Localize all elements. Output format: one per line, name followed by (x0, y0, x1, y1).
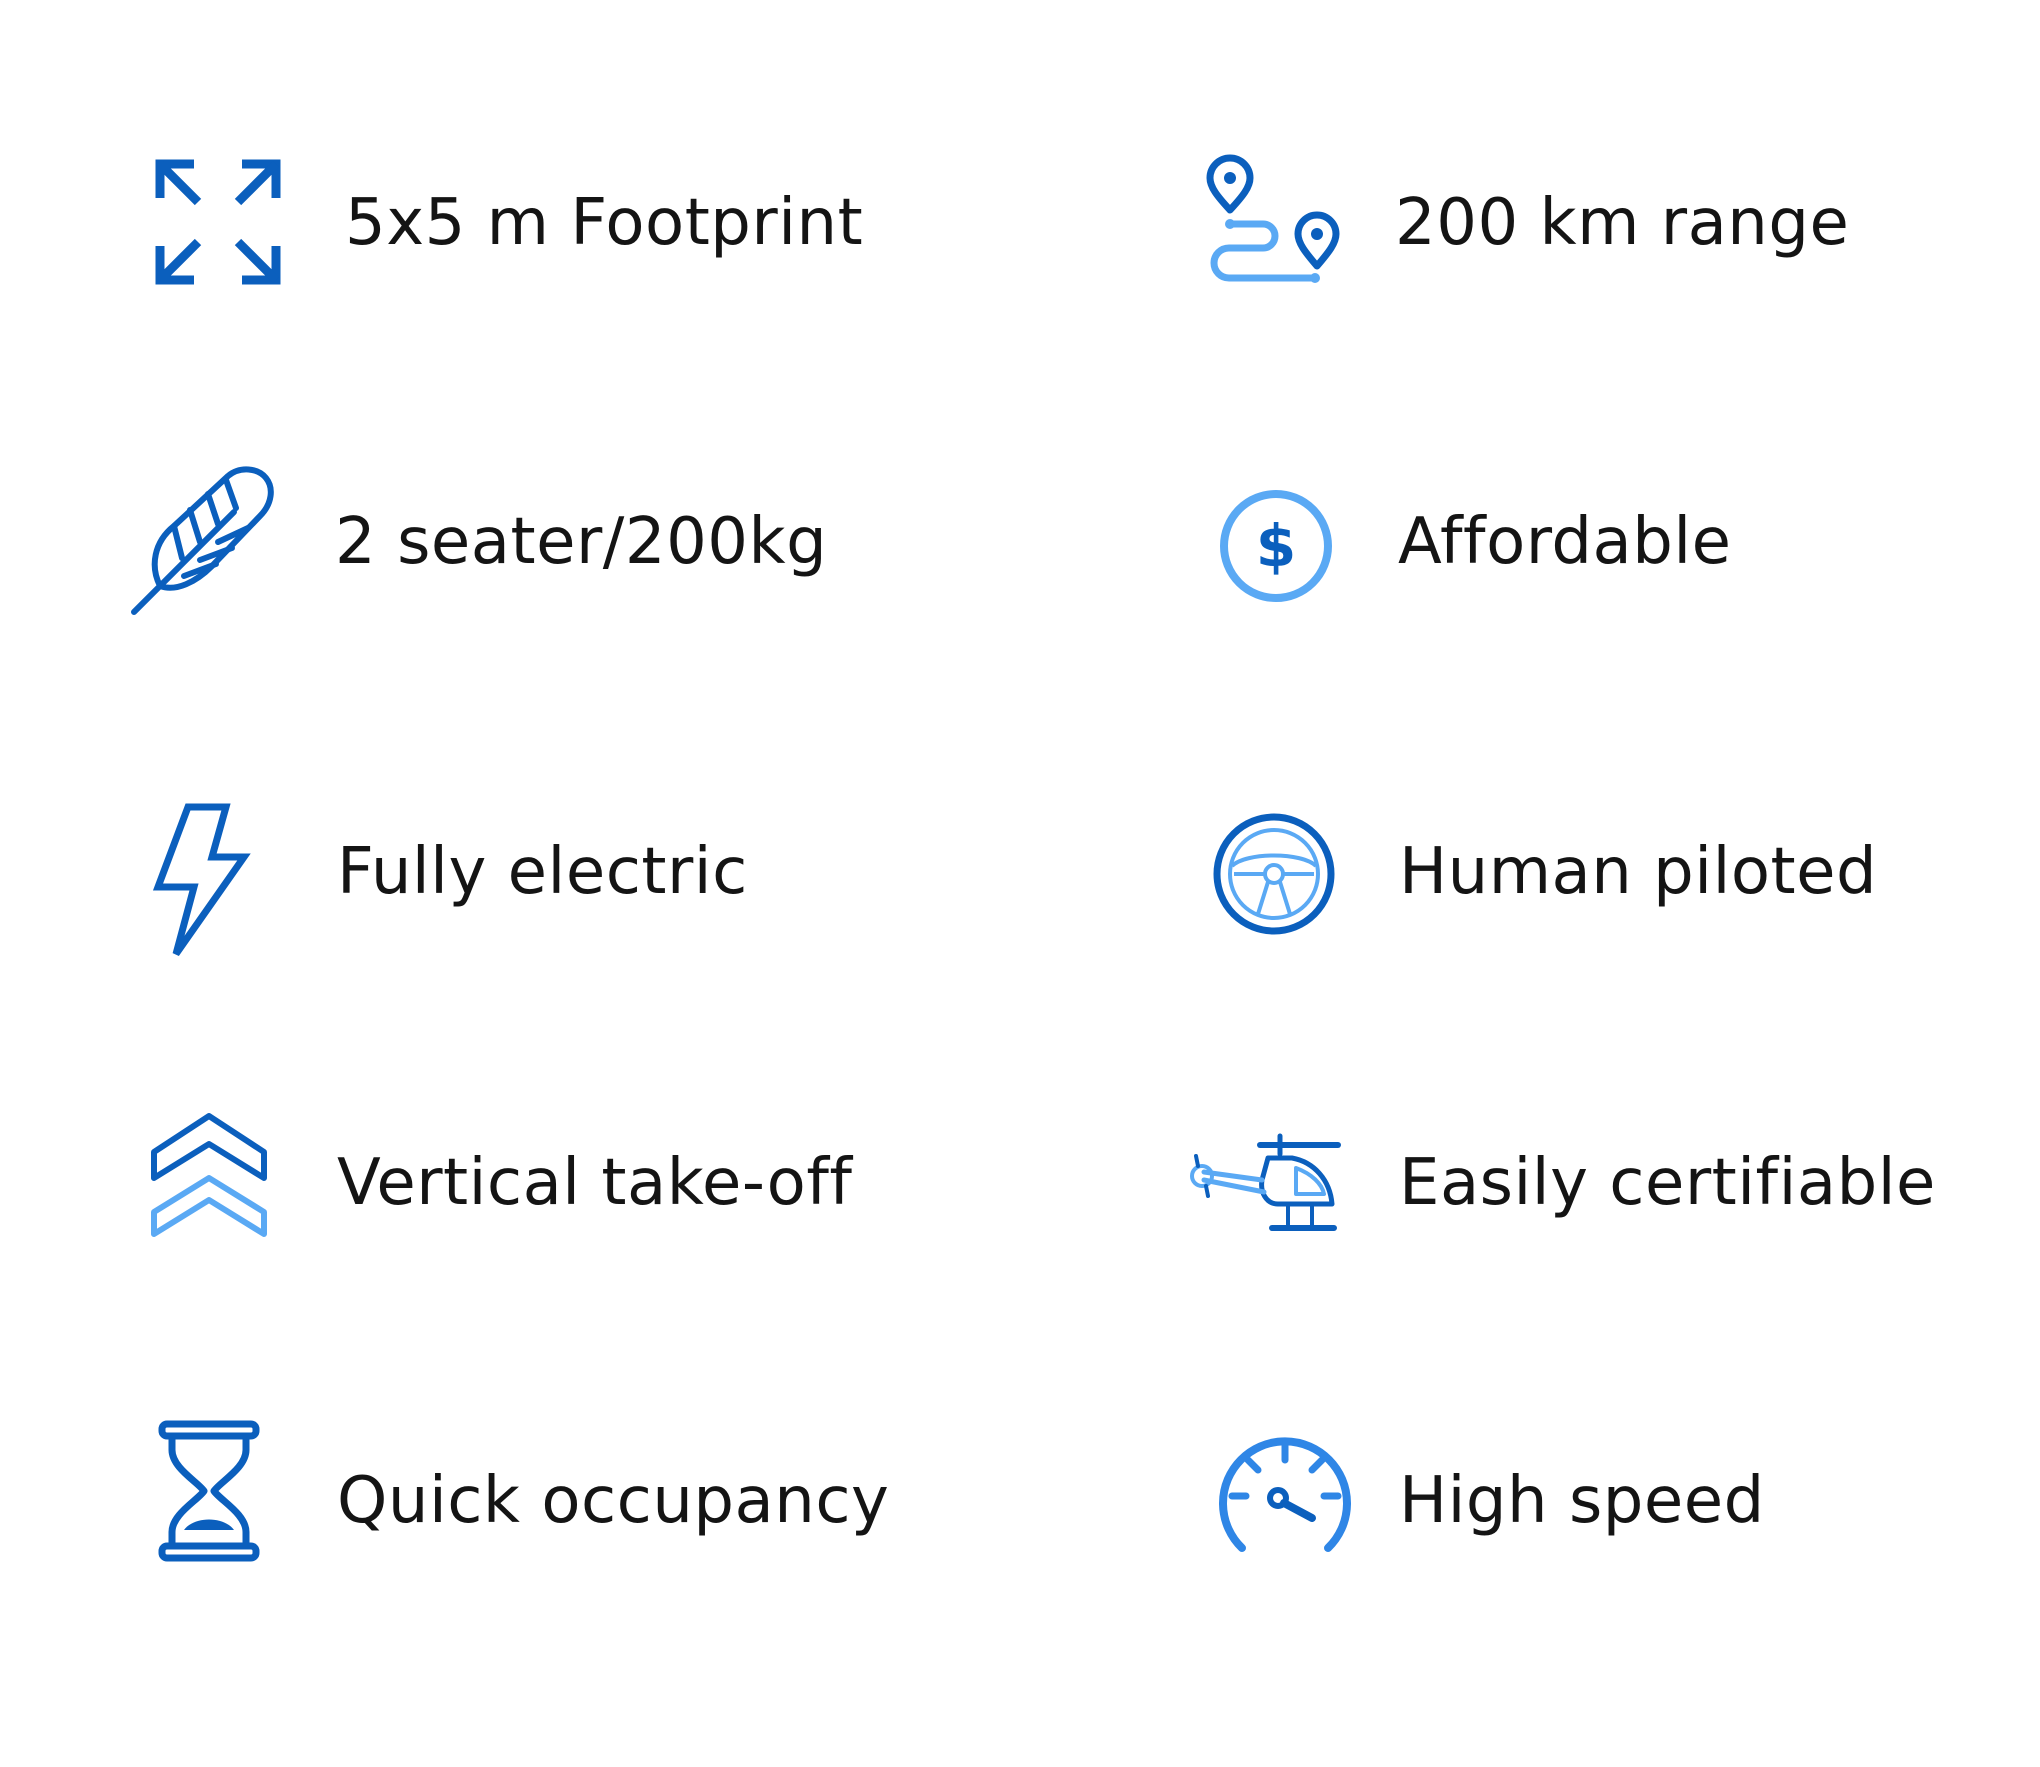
helicopter-icon (1188, 1133, 1348, 1238)
steering-wheel-icon (1212, 812, 1336, 936)
feature-label-vertical: Vertical take-off (337, 1146, 853, 1220)
hourglass-icon (158, 1420, 260, 1562)
feature-label-occupancy: Quick occupancy (337, 1464, 890, 1538)
feature-label-affordable: Affordable (1398, 505, 1732, 579)
feature-label-piloted: Human piloted (1399, 835, 1878, 909)
double-chevron-up-icon (150, 1110, 268, 1238)
feature-label-speed: High speed (1399, 1464, 1765, 1538)
expand-arrows-icon (155, 159, 281, 285)
route-pins-icon (1205, 154, 1345, 294)
svg-text:$: $ (1256, 512, 1296, 580)
dollar-coin-icon: $ (1218, 488, 1334, 604)
feature-label-capacity: 2 seater/200kg (335, 505, 828, 579)
feature-label-footprint: 5x5 m Footprint (345, 186, 864, 260)
feature-label-range: 200 km range (1395, 186, 1850, 260)
feature-label-certifiable: Easily certifiable (1399, 1146, 1936, 1220)
lightning-bolt-icon (150, 802, 252, 962)
feather-icon (130, 466, 280, 616)
speedometer-icon (1218, 1430, 1352, 1554)
feature-label-electric: Fully electric (337, 835, 748, 909)
